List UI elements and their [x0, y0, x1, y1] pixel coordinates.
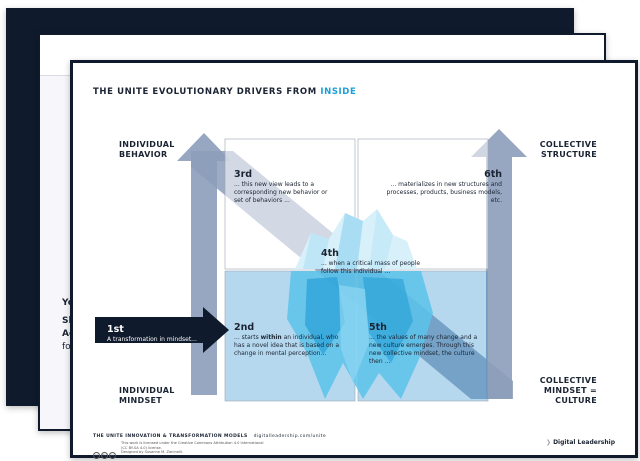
chevron-right-icon: ❯ [546, 439, 552, 446]
step-fourth: 4th... when a critical mass of people fo… [321, 248, 421, 275]
cc-sa-icon: sa [109, 452, 116, 459]
iceberg-graphic [287, 209, 433, 399]
footer-url: digitalleadership.com/unite [253, 434, 327, 439]
step-third: 3rd... this new view leads to a correspo… [234, 169, 328, 204]
quadrant-top-left [224, 138, 356, 270]
footer-title: THE UNITE INNOVATION & TRANSFORMATION MO… [93, 434, 327, 439]
step-second: 2nd... starts within an individual, who … [234, 322, 340, 357]
front-slide: THE UNITE EVOLUTIONARY DRIVERS FROM INSI… [70, 60, 638, 460]
middle-slide-text-fragment: Yo Sh Ac for [62, 298, 75, 352]
cc-icon: cc [93, 452, 100, 459]
footer-license: This work is licensed under the Creative… [121, 441, 264, 455]
evolution-diagram [95, 129, 527, 402]
slide-title: THE UNITE EVOLUTIONARY DRIVERS FROM INSI… [93, 87, 357, 97]
step-fifth: 5th... the values of many change and a n… [369, 322, 478, 365]
brand-logo: ❯Digital Leadership [546, 439, 615, 446]
slide-title-accent: INSIDE [320, 87, 357, 97]
step-sixth: 6th... materializes in new structures an… [386, 169, 502, 204]
left-up-arrow [177, 133, 231, 395]
cc-by-icon: by [101, 452, 108, 459]
right-up-arrow [471, 129, 527, 399]
first-step-arrow [95, 307, 229, 353]
